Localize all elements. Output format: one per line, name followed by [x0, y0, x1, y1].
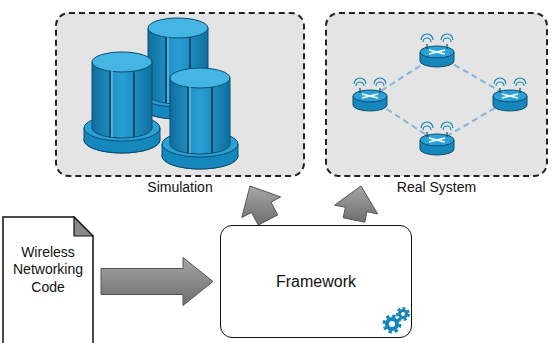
panel-label: Simulation: [147, 179, 212, 195]
box-label: Framework: [276, 273, 356, 291]
document-shape: Wireless Networking Code: [2, 216, 94, 343]
system-panel: Real System: [325, 12, 548, 177]
block-arrow: [335, 186, 378, 222]
block-arrow: [242, 186, 281, 225]
box-label: Wireless Networking Code: [8, 244, 88, 297]
framework-box: Framework: [220, 225, 412, 338]
label-holder: Real System: [327, 179, 546, 195]
label-holder: Simulation: [57, 179, 303, 195]
block-arrow: [101, 258, 213, 306]
panel-label: Real System: [397, 179, 476, 195]
simulation-panel: Simulation: [55, 12, 305, 177]
